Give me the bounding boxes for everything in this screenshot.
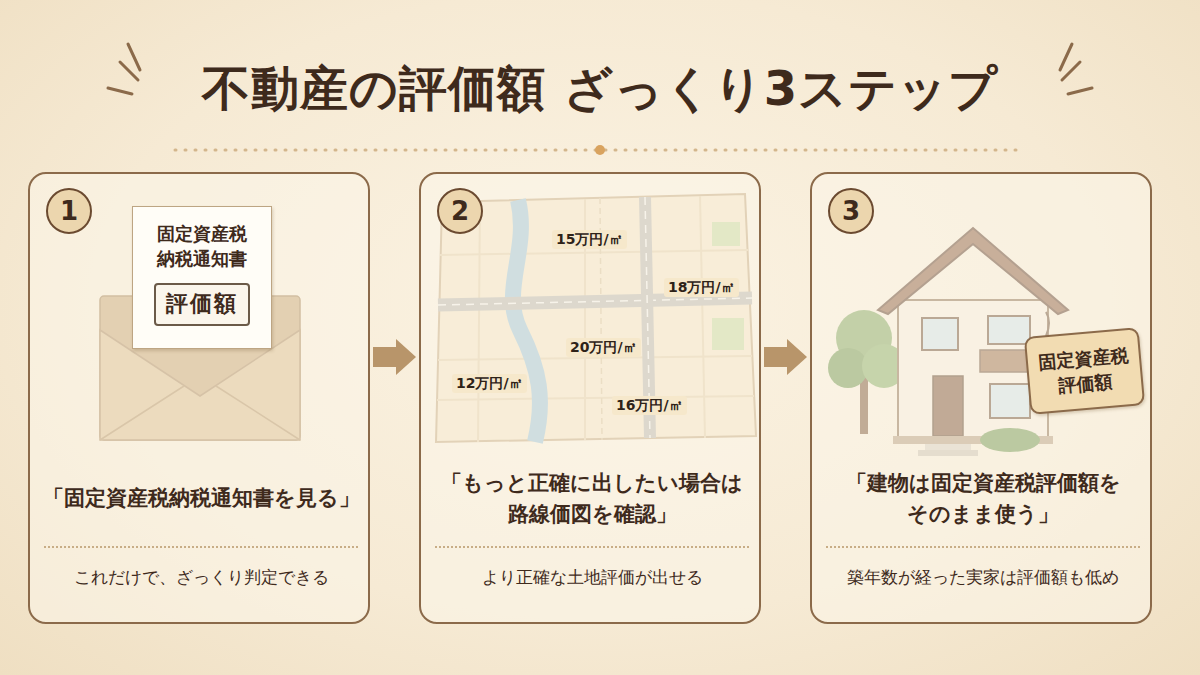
node-text: 1	[60, 198, 78, 224]
node-text: 固定資産税 評価額	[1035, 342, 1134, 400]
step-note: より正確な土地評価が出せる	[435, 546, 749, 588]
step-panel: 「固定資産税納税通知書を見る」これだけで、ざっくり判定できる 1 固定資産税 納税通…	[28, 172, 370, 624]
step-heading: 「建物は固定資産税評価額を そのまま使う」	[820, 468, 1146, 531]
notice-paper: 固定資産税 納税通知書評価額	[132, 206, 272, 349]
price-label: 18万円/㎡	[664, 278, 739, 297]
title-decoration	[1060, 44, 1072, 70]
step-heading: 「固定資産税納税通知書を見る」	[38, 483, 364, 515]
step-note: 築年数が経った実家は評価額も低め	[826, 546, 1140, 588]
title-decoration	[1068, 88, 1092, 94]
node-text: 固定資産税 納税通知書	[141, 221, 263, 271]
price-label: 16万円/㎡	[612, 396, 687, 415]
title: 不動産の評価額 ざっくり3ステップ	[0, 60, 1200, 118]
node-text: 2	[451, 198, 469, 224]
step-number: 2	[437, 188, 483, 234]
title-decoration	[120, 62, 138, 80]
step-arrow	[373, 347, 396, 367]
step-note: これだけで、ざっくり判定できる	[44, 546, 358, 588]
step-number: 1	[46, 188, 92, 234]
step-arrow	[764, 347, 787, 367]
price-label: 15万円/㎡	[552, 230, 627, 249]
step-heading: 「もっと正確に出したい場合は 路線価図を確認」	[429, 468, 755, 531]
dotted-rule	[175, 145, 1025, 155]
price-label: 12万円/㎡	[452, 374, 527, 393]
title-decoration	[1062, 62, 1080, 80]
value-box: 評価額	[154, 283, 250, 325]
price-label: 20万円/㎡	[566, 338, 641, 357]
step-number: 3	[828, 188, 874, 234]
step-panel: 「建物は固定資産税評価額を そのまま使う」築年数が経った実家は評価額も低め 3 固定…	[810, 172, 1152, 624]
node-text: 3	[842, 198, 860, 224]
title-decoration	[128, 44, 140, 70]
dotted-rule	[595, 145, 605, 155]
price-tag: 固定資産税 評価額	[1024, 327, 1145, 415]
node-text: 評価額	[166, 291, 238, 317]
title-decoration	[108, 88, 132, 94]
